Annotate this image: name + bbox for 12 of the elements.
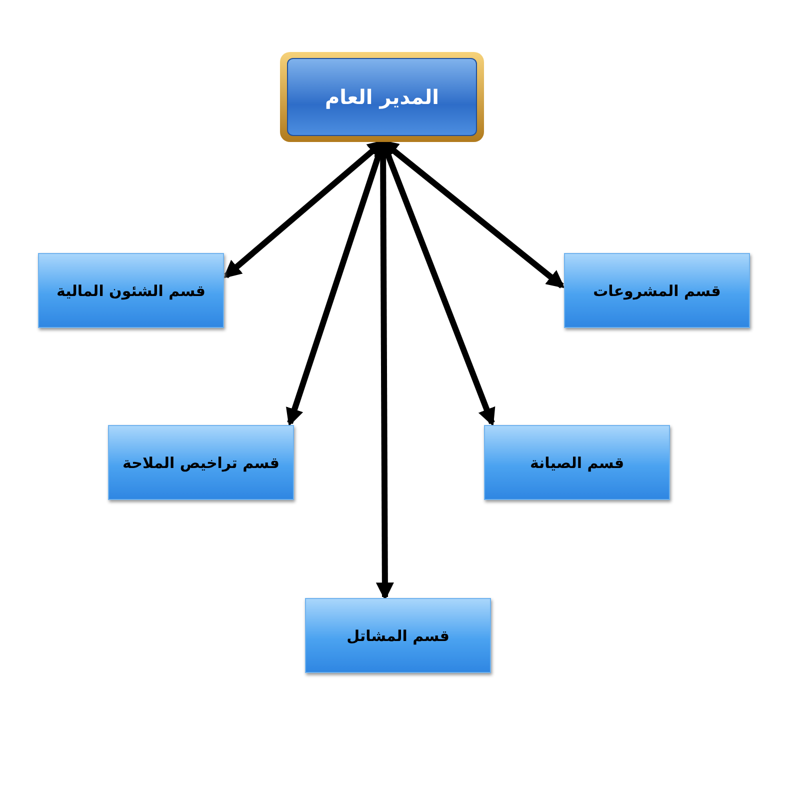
box-label: قسم تراخيص الملاحة: [122, 454, 280, 472]
department-box: [305, 598, 491, 673]
department-box: [564, 253, 750, 328]
department-box: [38, 253, 224, 328]
box-label: قسم الصيانة: [528, 454, 626, 472]
department-box: [484, 425, 670, 500]
department-box: [108, 425, 294, 500]
box-label: المدير العام: [324, 85, 440, 109]
manager-box: [280, 52, 484, 142]
box-label: قسم المشاتل: [346, 626, 450, 644]
box-label: قسم الشئون المالية: [56, 282, 206, 300]
box-label: قسم المشروعات: [592, 282, 722, 300]
